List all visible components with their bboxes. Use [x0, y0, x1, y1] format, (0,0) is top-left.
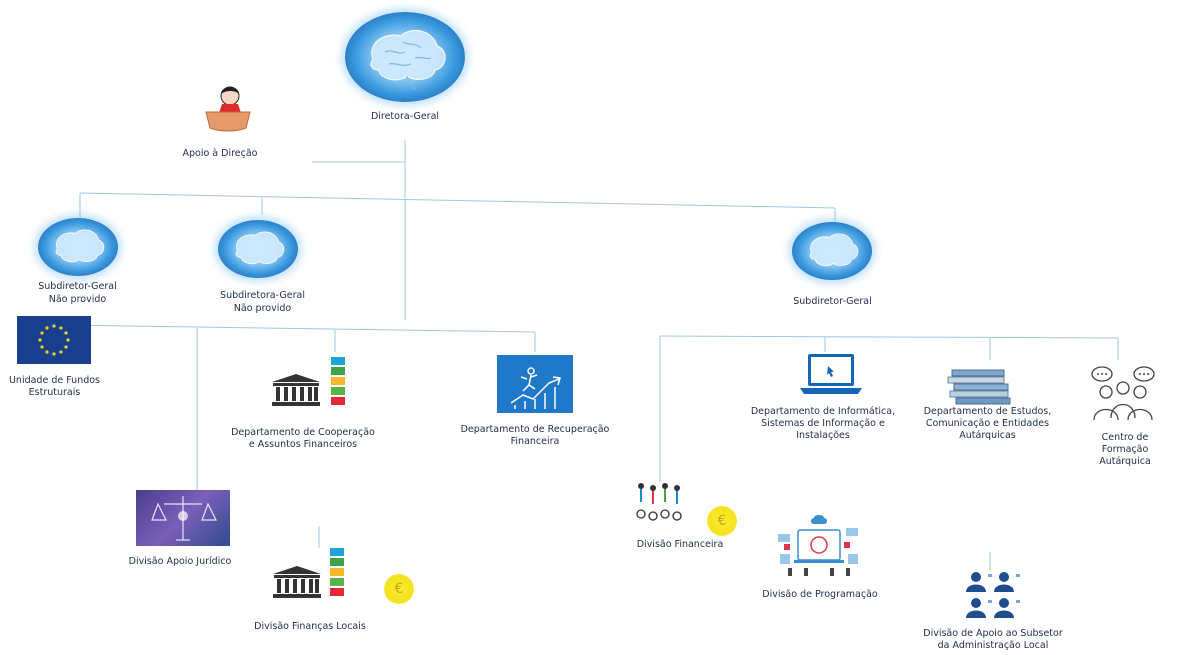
users-icon: [964, 570, 1022, 620]
subdirector-mid-label: Subdiretora-Geral: [220, 290, 305, 301]
eu-flag-icon: [17, 316, 91, 364]
programming-label: Divisão de Programação: [762, 589, 878, 600]
studies-label: Departamento de Estudos, Comunicação e E…: [923, 406, 1052, 441]
sdg-stack-icon: [331, 357, 345, 413]
books-stack-icon: [946, 366, 1014, 406]
subdirector-left-label: Subdiretor-Geral: [38, 281, 117, 292]
growth-chart-icon: [497, 355, 573, 413]
subsector-label: Divisão de Apoio ao Subsetor da Administ…: [923, 628, 1063, 651]
financial-label: Divisão Financeira: [636, 539, 724, 550]
subdirector-right-label: Subdiretor-Geral: [793, 296, 872, 307]
receptionist-icon: [202, 82, 254, 134]
subdirector-mid-status: Não provido: [233, 303, 292, 314]
recovery-label: Departamento de Recuperação Financeira: [460, 424, 610, 447]
local-finance-label: Divisão Finanças Locais: [254, 621, 366, 632]
justice-scales-icon: [136, 490, 230, 546]
support-label: Apoio à Direção: [182, 148, 258, 159]
cooperation-label: Departamento de Cooperação e Assuntos Fi…: [231, 427, 375, 450]
people-group-icon: [1086, 364, 1160, 424]
training-label: Centro de Formação Autárquica: [1099, 432, 1151, 467]
brain-icon: [792, 222, 872, 280]
programming-workspace-icon: [774, 514, 864, 578]
sdg-stack-icon: [330, 548, 344, 604]
bank-building-icon: [270, 372, 322, 408]
euro-coin-icon: €: [384, 574, 414, 604]
informatics-label: Departamento de Informática, Sistemas de…: [750, 406, 896, 441]
brain-icon: [218, 220, 298, 278]
subdirector-left-status: Não provido: [48, 294, 107, 305]
bank-building-icon: [271, 564, 323, 600]
people-network-icon: [633, 482, 689, 522]
legal-label: Divisão Apoio Jurídico: [128, 556, 232, 567]
structural-funds-label: Unidade de Fundos Estruturais: [8, 375, 101, 398]
brain-icon: [345, 12, 465, 102]
director-general-label: Diretora-Geral: [370, 111, 440, 122]
laptop-icon: [800, 352, 862, 398]
euro-coin-icon: €: [707, 506, 737, 536]
brain-icon: [38, 218, 118, 276]
